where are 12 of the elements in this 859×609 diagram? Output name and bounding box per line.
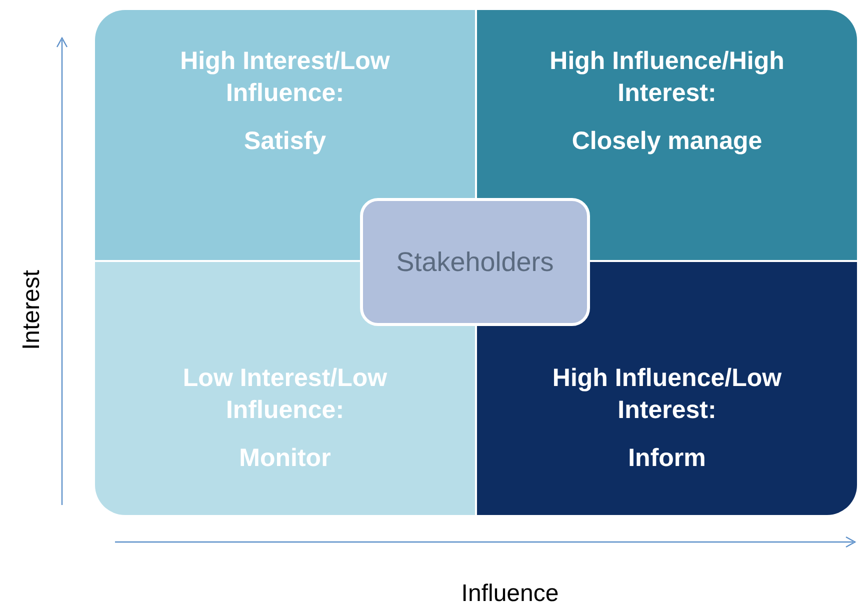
quadrant-heading: High Interest/Low Influence: xyxy=(179,46,391,109)
axis-label: Influence xyxy=(460,580,560,608)
center-label: Stakeholders xyxy=(396,246,554,279)
quadrant-heading: Low Interest/Low Influence: xyxy=(182,363,388,426)
quadrant-action: Monitor xyxy=(238,443,332,474)
quadrant-action: Satisfy xyxy=(243,126,327,157)
quadrant-action: Inform xyxy=(627,443,707,474)
quadrant-action: Closely manage xyxy=(570,126,764,157)
quadrant-heading: High Influence/High Interest: xyxy=(548,46,786,109)
axis-label: Interest xyxy=(17,268,46,350)
quadrant-heading: High Influence/Low Interest: xyxy=(551,363,783,426)
center-box xyxy=(360,198,590,326)
